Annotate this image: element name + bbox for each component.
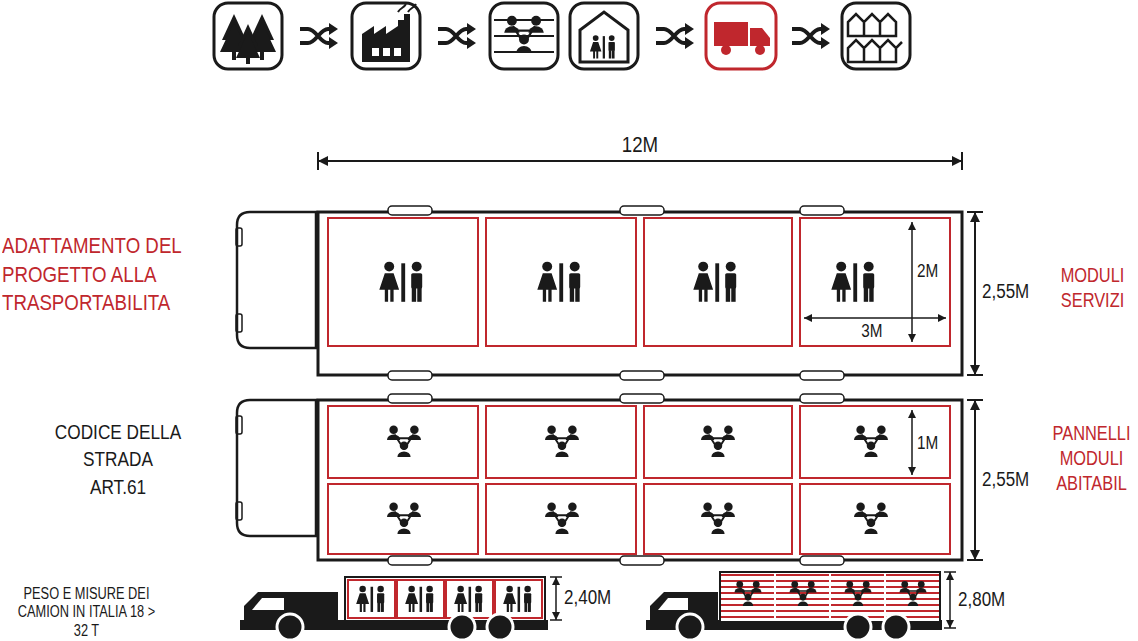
dimension-label: 3M [855,322,889,340]
label-holder: 2,40M [564,586,634,608]
dimension-label: 2M [917,262,951,280]
truck-services [240,577,562,640]
section-title: ADATTAMENTO DEL PROGETTO ALLA TRASPORTAB… [2,232,206,318]
label-holder: 2,80M [958,588,1028,610]
label-holder: PANNELLI MODULI ABITABIL [1037,420,1138,496]
label-holder: 2,55M [982,280,1052,302]
module-label: PANNELLI MODULI ABITABIL [1049,420,1134,496]
label-holder: 3M [852,322,892,340]
label-holder: ADATTAMENTO DEL PROGETTO ALLA TRASPORTAB… [2,232,242,318]
label-holder: 2,55M [982,468,1052,490]
dimension-label: 1M [917,434,951,452]
dimension-label: 2,80M [958,588,1018,610]
forest-icon [220,14,276,64]
label-holder: CODICE DELLA STRADA ART.61 [40,418,196,500]
dimension-label: 12M [606,133,674,157]
trailer-panels [236,394,983,565]
dimension-label: 2,55M [982,280,1042,302]
label-holder: 12M [600,133,680,157]
truck-note: PESO E MISURE DEI CAMION IN ITALIA 18 > … [17,585,155,640]
truck-panels [646,572,956,640]
factory-icon [362,4,416,62]
module-label: MODULI SERVIZI [1052,262,1134,312]
label-holder: 2M [917,262,957,280]
truck-icon [714,22,770,55]
dimension-label: 2,55M [982,468,1042,490]
team-icon [494,16,554,53]
label-holder: MODULI SERVIZI [1040,262,1138,312]
process-icons [214,3,910,69]
village-icon [848,14,902,62]
regulation-note: CODICE DELLA STRADA ART.61 [54,418,182,500]
wc-house-icon [580,12,628,62]
trailer-services [236,206,983,380]
shuffle-arrows [300,23,830,49]
label-holder: 1M [917,434,957,452]
label-holder: PESO E MISURE DEI CAMION IN ITALIA 18 > … [0,585,173,640]
dimension-label: 2,40M [564,586,624,608]
